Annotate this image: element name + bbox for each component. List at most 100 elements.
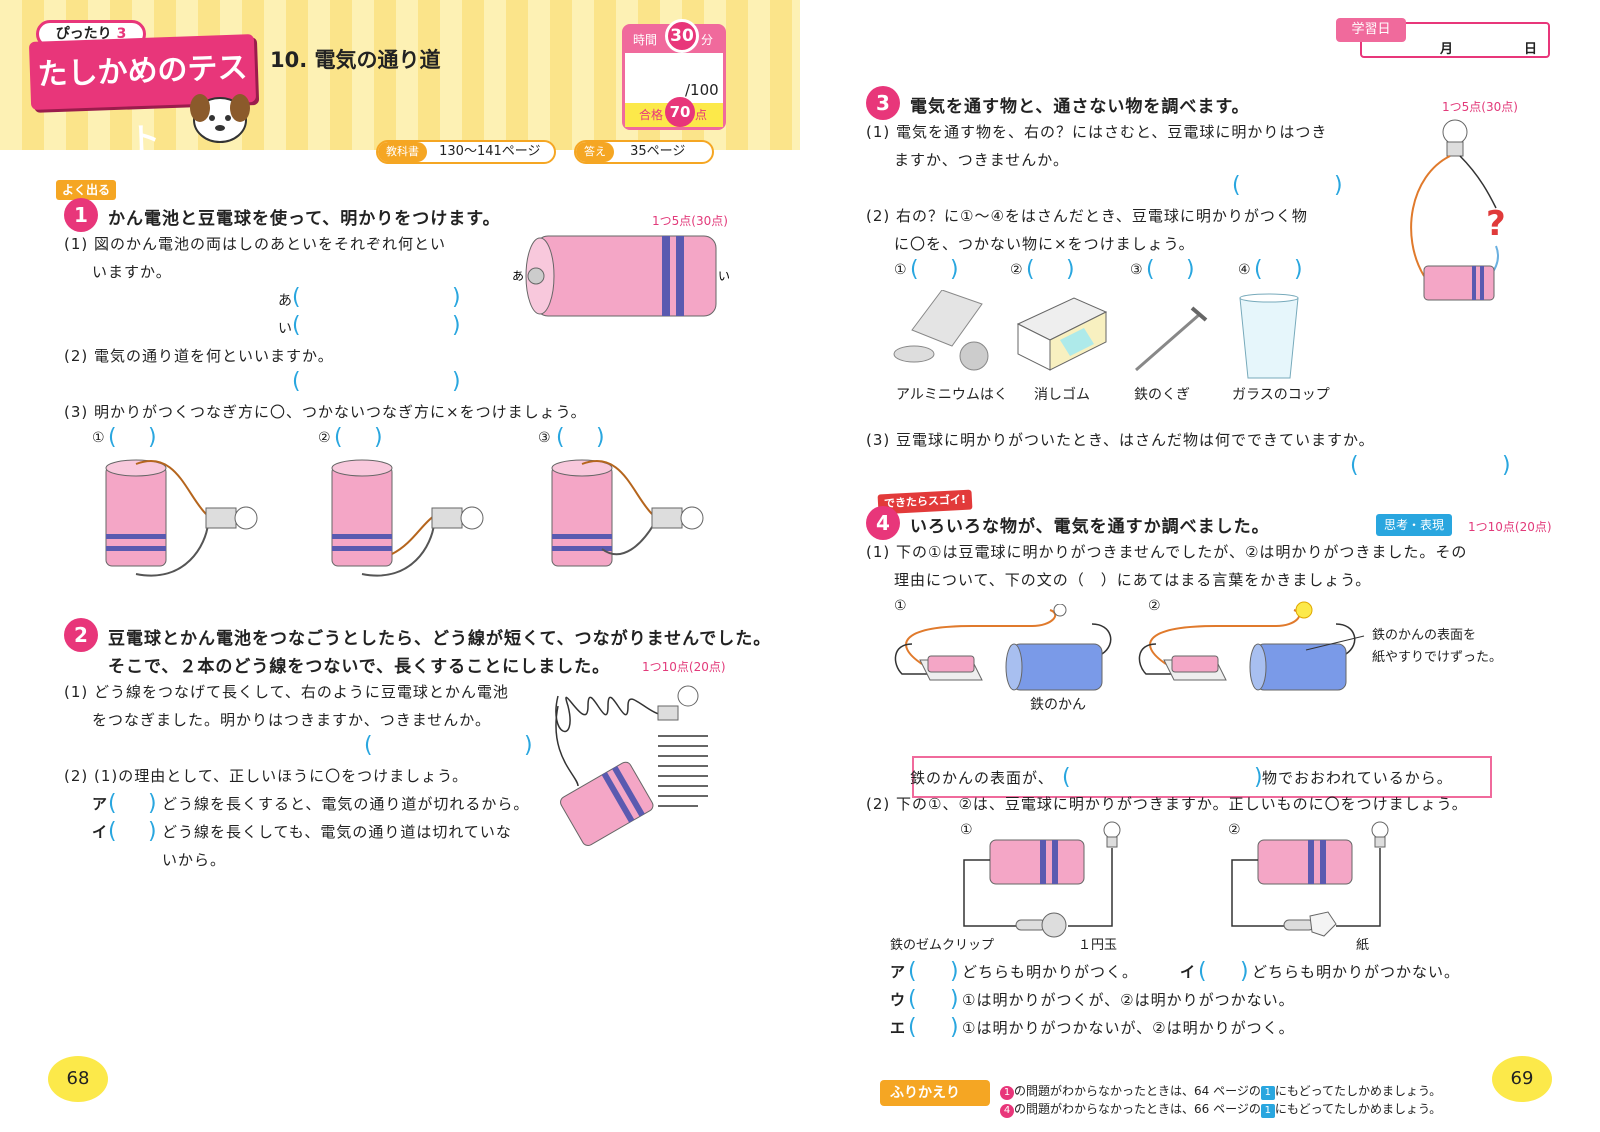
svg-text:あ: あ <box>512 269 524 283</box>
q3-title: 電気を通す物と、通さない物を調べます。 <box>910 97 1250 117</box>
q1-i-answer-right: ) <box>452 313 461 338</box>
coin-label: １円玉 <box>1078 938 1118 953</box>
q1-i-answer-left[interactable]: ( <box>292 313 301 338</box>
q1-opt2-answer[interactable]: ( <box>334 425 343 450</box>
q2-title-line1: 豆電球とかん電池をつなごうとしたら、どう線が短くて、つながりませんでした。 <box>108 629 772 649</box>
q3-p1-answer-left[interactable]: ( <box>1232 173 1241 198</box>
q2-points: 1つ10点(20点) <box>642 660 726 674</box>
time-score-box: 時間 分 30 /100 合格 点 70 <box>622 19 726 130</box>
q2-p1-answer-left[interactable]: ( <box>364 733 373 758</box>
q4-optA-mark: ア <box>890 963 907 981</box>
q2-optA-text: どう線を長くすると、電気の通り道が切れるから。 <box>162 795 530 813</box>
reason-prefix: 鉄のかんの表面が、 <box>910 769 1054 787</box>
q2-optI-line1: どう線を長くしても、電気の通り道は切れていな <box>162 823 512 841</box>
q2-number: 2 <box>64 618 98 652</box>
eraser-icon <box>1016 297 1108 371</box>
reason-answer-right: ) <box>1254 765 1263 790</box>
q1-mark-a: あ <box>278 293 292 309</box>
reason-answer-left[interactable]: ( <box>1062 765 1071 790</box>
q3-item2-answer[interactable]: ( <box>1026 257 1035 282</box>
q1-opt1: ① <box>92 430 105 446</box>
q3-p2-line2: に〇を、つかない物に×をつけましょう。 <box>894 235 1195 253</box>
q3-item3-close: ) <box>1186 257 1195 282</box>
q4-p1-line1: (1) 下の①は豆電球に明かりがつきませんでしたが、②は明かりがつきました。その <box>866 543 1468 561</box>
q3-p3-answer-left[interactable]: ( <box>1350 453 1359 478</box>
battery-figure: あ い <box>512 235 730 317</box>
q4-fig2-mark: ② <box>1148 598 1161 614</box>
can-label: 鉄のかん <box>1030 697 1086 713</box>
q4-p1-line2: 理由について、下の文の（ ）にあてはまる言葉をかきましょう。 <box>894 571 1372 589</box>
q1-opt2: ② <box>318 430 331 446</box>
reason-suffix: 物でおおわれているから。 <box>1262 769 1453 787</box>
svg-text:い: い <box>718 269 730 283</box>
q2-optA-close: ) <box>148 791 157 816</box>
q1-a-answer-left[interactable]: ( <box>292 285 301 310</box>
q2-optI-answer[interactable]: ( <box>108 819 117 844</box>
q3-p1-answer-right: ) <box>1334 173 1343 198</box>
aluminum-foil-icon <box>893 290 989 371</box>
q4-optI-close: ) <box>1240 959 1249 984</box>
q3-item2-label: 消しゴム <box>1034 387 1090 403</box>
page-number-left: 68 <box>48 1056 108 1102</box>
time-value: 30 <box>665 19 699 53</box>
q4-optU-text: ①は明かりがつくが、②は明かりがつかない。 <box>962 991 1295 1009</box>
q2-optA-answer[interactable]: ( <box>108 791 117 816</box>
q3-points: 1つ5点(30点) <box>1442 100 1518 114</box>
q4-number: 4 <box>866 506 900 540</box>
q4-p2-fig1-mark: ① <box>960 822 973 838</box>
q1-p2: (2) 電気の通り道を何といいますか。 <box>64 347 334 365</box>
page-number-right: 69 <box>1492 1056 1552 1102</box>
circuit-2-figure <box>331 459 484 577</box>
score-total: /100 <box>685 81 719 99</box>
iron-nail-icon <box>1135 306 1208 372</box>
q1-p1-line1: (1) 図のかん電池の両はしのあといをそれぞれ何とい <box>64 235 447 253</box>
glass-cup-icon <box>1239 293 1299 379</box>
q4-optE-text: ①は明かりがつかないが、②は明かりがつく。 <box>962 1019 1295 1037</box>
q3-item1-mark: ① <box>894 262 907 278</box>
q2-p1-answer-right: ) <box>524 733 533 758</box>
q4-optI-answer[interactable]: ( <box>1198 959 1207 984</box>
reason-sentence-box <box>912 756 1492 798</box>
q1-points: 1つ5点(30点) <box>652 214 728 228</box>
study-date-label: 学習日 <box>1336 18 1406 42</box>
q1-opt1-close: ) <box>148 425 157 450</box>
q4-optU-answer[interactable]: ( <box>908 987 917 1012</box>
q1-opt3-answer[interactable]: ( <box>556 425 565 450</box>
unit-title: 10. 電気の通り道 <box>270 48 441 72</box>
circuit-3-figure <box>551 459 704 567</box>
circuit-1-figure <box>105 459 258 577</box>
q2-title-line2: そこで、２本のどう線をつないで、長くすることにしました。 <box>108 657 611 677</box>
q1-title: かん電池と豆電球を使って、明かりをつけます。 <box>108 209 501 229</box>
q1-p2-answer-left[interactable]: ( <box>292 369 301 394</box>
q1-opt3-close: ) <box>596 425 605 450</box>
q4-optA-answer[interactable]: ( <box>908 959 917 984</box>
q1-p3: (3) 明かりがつくつなぎ方に〇、つかないつなぎ方に×をつけましょう。 <box>64 403 587 421</box>
q3-p3: (3) 豆電球に明かりがついたとき、はさんだ物は何でできていますか。 <box>866 431 1375 449</box>
clip-label: 鉄のゼムクリップ <box>890 938 995 953</box>
coiled-wire-circuit-figure <box>555 685 708 846</box>
q4-p2: (2) 下の①、②は、豆電球に明かりがつきますか。正しいものに〇をつけましょう。 <box>866 795 1468 813</box>
q4-optE-answer[interactable]: ( <box>908 1015 917 1040</box>
q4-optA-close: ) <box>950 959 959 984</box>
q2-p1-line2: をつなぎました。明かりはつきますか、つきませんか。 <box>92 711 491 729</box>
q1-opt3: ③ <box>538 430 551 446</box>
q3-item2-close: ) <box>1066 257 1075 282</box>
q2-optI-mark: イ <box>92 823 109 841</box>
q3-item4-answer[interactable]: ( <box>1254 257 1263 282</box>
textbook-ref: 教科書 130〜141ページ <box>376 140 556 164</box>
q1-opt1-answer[interactable]: ( <box>108 425 117 450</box>
q1-a-answer-right: ) <box>452 285 461 310</box>
q4-optI-mark: イ <box>1180 963 1197 981</box>
q1-number: 1 <box>64 198 98 232</box>
q3-item1-answer[interactable]: ( <box>910 257 919 282</box>
q2-optI-line2: いから。 <box>162 851 227 869</box>
q3-p3-answer-right: ) <box>1502 453 1511 478</box>
q1-p2-answer-right: ) <box>452 369 461 394</box>
clip-coin-circuit-figure <box>963 821 1121 938</box>
q4-title: いろいろな物が、電気を通すか調べました。 <box>910 517 1270 537</box>
q1-p1-line2: いますか。 <box>92 263 172 281</box>
q4-fig1-mark: ① <box>894 598 907 614</box>
q3-item3-answer[interactable]: ( <box>1146 257 1155 282</box>
pass-bar: 合格 点 70 <box>625 97 723 127</box>
